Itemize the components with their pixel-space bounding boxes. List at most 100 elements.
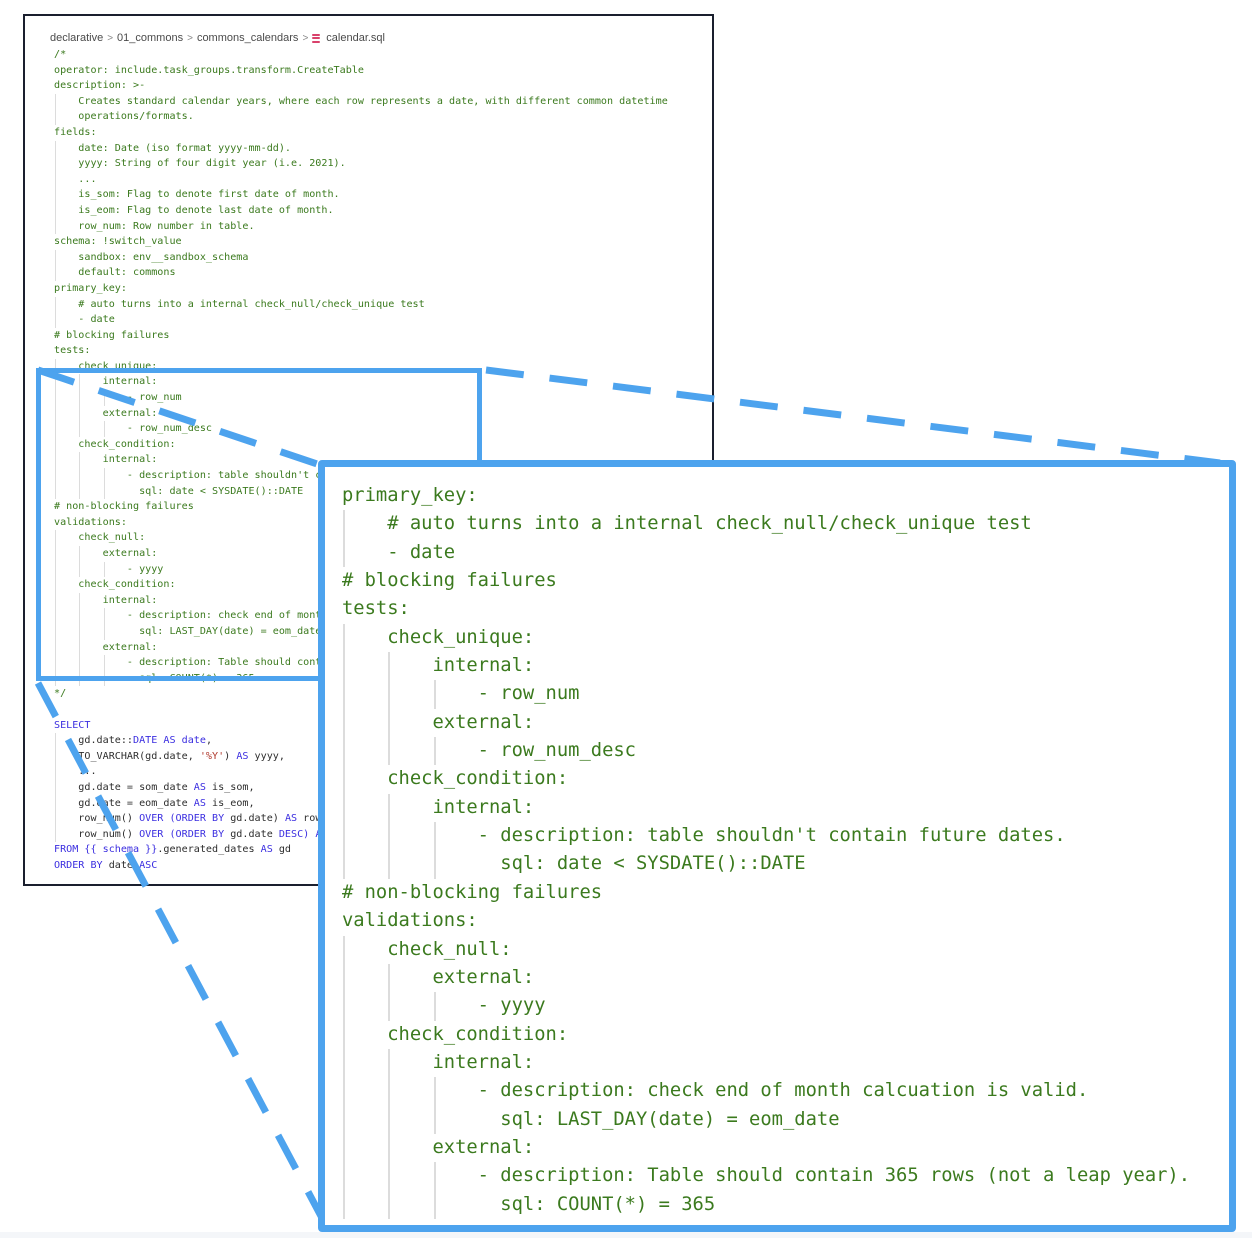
indent-guide	[388, 1048, 391, 1078]
indent-guide	[343, 793, 345, 823]
code-line: external:	[54, 639, 668, 656]
code-line: check_null:	[54, 530, 668, 546]
code-line: sql: date < SYSDATE()::DATE	[54, 483, 668, 500]
indent-guide	[343, 652, 345, 681]
indent-guide	[433, 737, 436, 766]
code-line: date: Date (iso format yyyy-mm-dd).	[54, 140, 668, 157]
zoomed-code-line: check_condition:	[342, 1020, 1190, 1049]
indent-guide	[433, 1077, 436, 1106]
indent-guide	[343, 680, 345, 709]
code-line: fields:	[54, 126, 97, 138]
indent-guide	[55, 779, 56, 796]
breadcrumb-item-01-commons[interactable]: 01_commons	[117, 32, 184, 44]
indent-guide	[55, 546, 56, 562]
indent-guide	[55, 577, 56, 593]
indent-guide	[103, 608, 105, 624]
zoomed-code-line: - date	[342, 538, 1190, 568]
indent-guide	[55, 592, 56, 609]
indent-guide	[343, 538, 345, 568]
indent-guide	[343, 1105, 345, 1134]
code-line: default: commons	[54, 265, 668, 281]
indent-guide	[55, 655, 56, 671]
indent-guide	[388, 1105, 391, 1134]
breadcrumb-item-declarative[interactable]: declarative	[50, 32, 104, 44]
indent-guide	[433, 850, 436, 879]
indent-guide	[55, 826, 56, 843]
code-line: description: >-	[54, 80, 146, 92]
chevron-right-icon: >	[302, 32, 309, 44]
indent-guide	[343, 1077, 345, 1106]
zoomed-code-line: check_unique:	[342, 623, 1190, 653]
code-line: is_som: Flag to denote first date of mon…	[54, 187, 668, 203]
indent-guide	[343, 510, 345, 539]
code-line: - date	[54, 312, 668, 328]
zoomed-code-line: sql: LAST_DAY(date) = eom_date	[342, 1105, 1190, 1134]
zoomed-code-line: internal:	[342, 1048, 1190, 1078]
zoomed-code-line: - row_num	[342, 680, 1190, 709]
code-line: tests:	[54, 345, 91, 357]
zoomed-code-line: - description: Table should contain 365 …	[342, 1162, 1190, 1191]
indent-guide	[343, 737, 345, 766]
indent-guide	[55, 312, 56, 328]
indent-guide	[79, 561, 81, 578]
indent-guide	[343, 1162, 345, 1191]
indent-guide	[388, 822, 391, 851]
indent-guide	[55, 608, 56, 624]
indent-guide	[55, 358, 56, 375]
indent-guide	[55, 764, 56, 780]
indent-guide	[343, 1190, 345, 1219]
indent-guide	[55, 811, 56, 827]
indent-guide	[388, 708, 391, 738]
indent-guide	[55, 156, 56, 172]
indent-guide	[55, 748, 56, 765]
code-line: # blocking failures	[54, 329, 170, 341]
indent-guide	[388, 1190, 391, 1219]
indent-guide	[103, 623, 105, 640]
code-line: # non-blocking failures	[54, 501, 194, 513]
indent-guide	[55, 218, 56, 235]
indent-guide	[343, 963, 345, 993]
indent-guide	[343, 708, 345, 738]
zoomed-code-line: external:	[342, 708, 1190, 738]
indent-guide	[103, 655, 105, 671]
chevron-right-icon: >	[107, 32, 114, 44]
code-line: check_condition:	[54, 577, 668, 593]
indent-guide	[433, 680, 436, 709]
indent-guide	[388, 963, 391, 993]
breadcrumb-item-commons-calendars[interactable]: commons_calendars	[196, 32, 299, 44]
indent-guide	[55, 202, 56, 219]
indent-guide	[388, 793, 391, 823]
indent-guide	[388, 1133, 391, 1163]
zoomed-code-line: - row_num_desc	[342, 737, 1190, 766]
indent-guide	[79, 655, 81, 671]
indent-guide	[55, 795, 56, 812]
indent-guide	[79, 592, 81, 609]
zoomed-code-line: tests:	[342, 598, 410, 620]
indent-guide	[433, 1190, 436, 1219]
code-line: validations:	[54, 516, 127, 528]
zoomed-code-line: external:	[342, 1133, 1190, 1163]
code-line: check_unique:	[54, 358, 668, 375]
indent-guide	[55, 468, 56, 484]
code-line: is_eom: Flag to denote last date of mont…	[54, 202, 668, 219]
zoomed-code-line: # non-blocking failures	[342, 881, 603, 903]
zoomed-code-line: - description: table shouldn't contain f…	[342, 822, 1190, 851]
indent-guide	[79, 546, 81, 562]
indent-guide	[343, 623, 345, 653]
indent-guide	[55, 561, 56, 578]
chevron-right-icon: >	[187, 32, 193, 44]
breadcrumb-item-file[interactable]: calendar.sql	[326, 32, 385, 44]
code-line: # auto turns into a internal check_null/…	[54, 296, 668, 313]
zoomed-code-line: # blocking failures	[342, 570, 557, 592]
indent-guide	[55, 109, 56, 125]
indent-guide	[79, 468, 81, 484]
code-line: operator: include.task_groups.transform.…	[54, 64, 364, 76]
indent-guide	[343, 850, 345, 879]
indent-guide	[343, 1048, 345, 1078]
database-icon	[312, 33, 321, 43]
indent-guide	[103, 561, 105, 578]
code-line: /*	[54, 49, 67, 60]
bottom-strip	[0, 1232, 1252, 1238]
indent-guide	[388, 1162, 391, 1191]
zoomed-code-line: check_null:	[342, 935, 1190, 964]
